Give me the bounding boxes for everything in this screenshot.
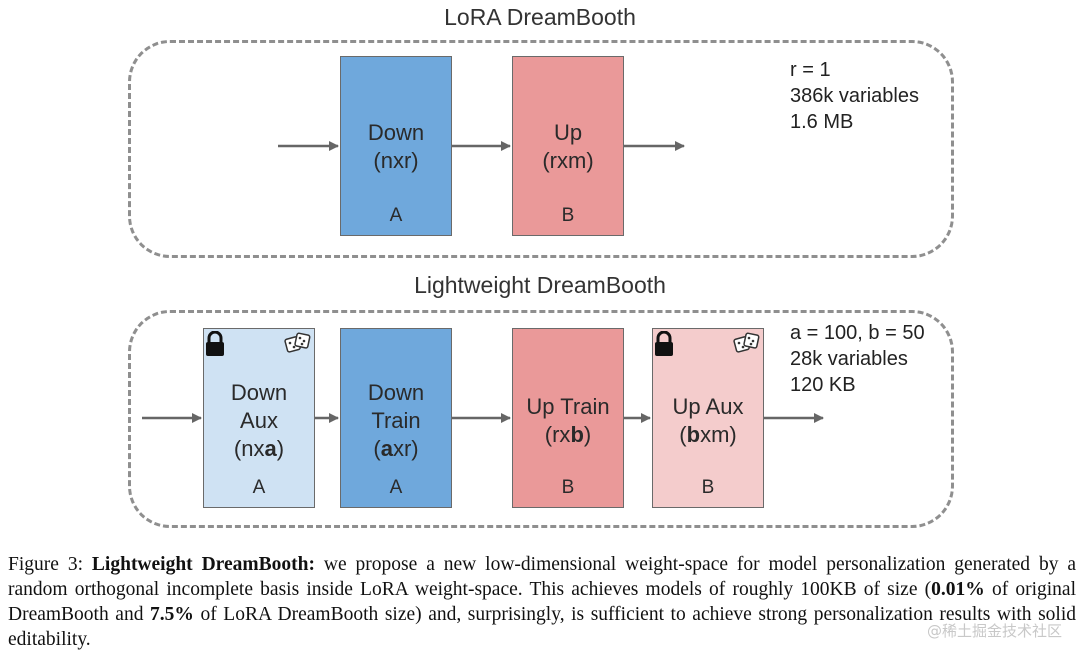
lora-down-matrix-letter: A bbox=[389, 205, 403, 226]
down-train-matrix-letter: A bbox=[389, 477, 403, 498]
watermark-text: @稀土掘金技术社区 bbox=[926, 622, 1062, 640]
lora-stat-size: 1.6 MB bbox=[790, 111, 854, 133]
lock-icon bbox=[653, 330, 675, 362]
up-aux-dims: (bxm) bbox=[679, 422, 737, 447]
lora-up-dims: (rxm) bbox=[542, 148, 594, 173]
lora-down-box: Down (nxr) A bbox=[340, 56, 452, 236]
lora-down-dims: (nxr) bbox=[373, 148, 419, 173]
down-train-box: Down Train (axr) A bbox=[340, 328, 452, 508]
figure-caption: Figure 3: Lightweight DreamBooth: we pro… bbox=[8, 554, 1077, 650]
down-train-label-line2: Train bbox=[371, 408, 421, 433]
lora-dreambooth-container bbox=[128, 40, 954, 258]
down-aux-matrix-letter: A bbox=[252, 477, 266, 498]
lightweight-dreambooth-container bbox=[128, 310, 954, 528]
dice-icon bbox=[733, 331, 761, 362]
caption-title: Lightweight DreamBooth: bbox=[91, 554, 315, 575]
lora-up-matrix-letter: B bbox=[561, 205, 575, 226]
lora-down-label: Down bbox=[367, 120, 425, 145]
lora-dreambooth-title: LoRA DreamBooth bbox=[444, 4, 636, 30]
up-aux-matrix-letter: B bbox=[701, 477, 715, 498]
lightweight-stat-variables: 28k variables bbox=[790, 348, 908, 370]
lora-stats: r = 1 386k variables 1.6 MB bbox=[790, 57, 919, 135]
down-aux-label-line1: Down bbox=[230, 380, 288, 405]
lock-icon bbox=[204, 330, 226, 362]
up-aux-box: Up Aux (bxm) B bbox=[652, 328, 764, 508]
lora-up-box: Up (rxm) B bbox=[512, 56, 624, 236]
up-train-box: Up Train (rxb) B bbox=[512, 328, 624, 508]
up-train-matrix-letter: B bbox=[561, 477, 575, 498]
lightweight-stat-size: 120 KB bbox=[790, 374, 856, 396]
lora-stat-variables: 386k variables bbox=[790, 85, 919, 107]
lightweight-stats: a = 100, b = 50 28k variables 120 KB bbox=[790, 320, 925, 398]
down-aux-label-line2: Aux bbox=[240, 408, 278, 433]
lightweight-dreambooth-title: Lightweight DreamBooth bbox=[414, 272, 666, 298]
lightweight-stat-dims: a = 100, b = 50 bbox=[790, 322, 925, 344]
dice-icon bbox=[284, 331, 312, 362]
up-train-dims: (rxb) bbox=[544, 422, 592, 447]
lora-up-label: Up bbox=[553, 120, 583, 145]
down-train-label-line1: Down bbox=[367, 380, 425, 405]
up-train-label: Up Train bbox=[526, 394, 610, 419]
caption-label: Figure 3: bbox=[8, 554, 83, 575]
down-aux-box: Down Aux (nxa) A bbox=[203, 328, 315, 508]
lora-stat-rank: r = 1 bbox=[790, 59, 831, 81]
down-train-dims: (axr) bbox=[373, 436, 419, 461]
down-aux-dims: (nxa) bbox=[233, 436, 285, 461]
up-aux-label: Up Aux bbox=[672, 394, 744, 419]
